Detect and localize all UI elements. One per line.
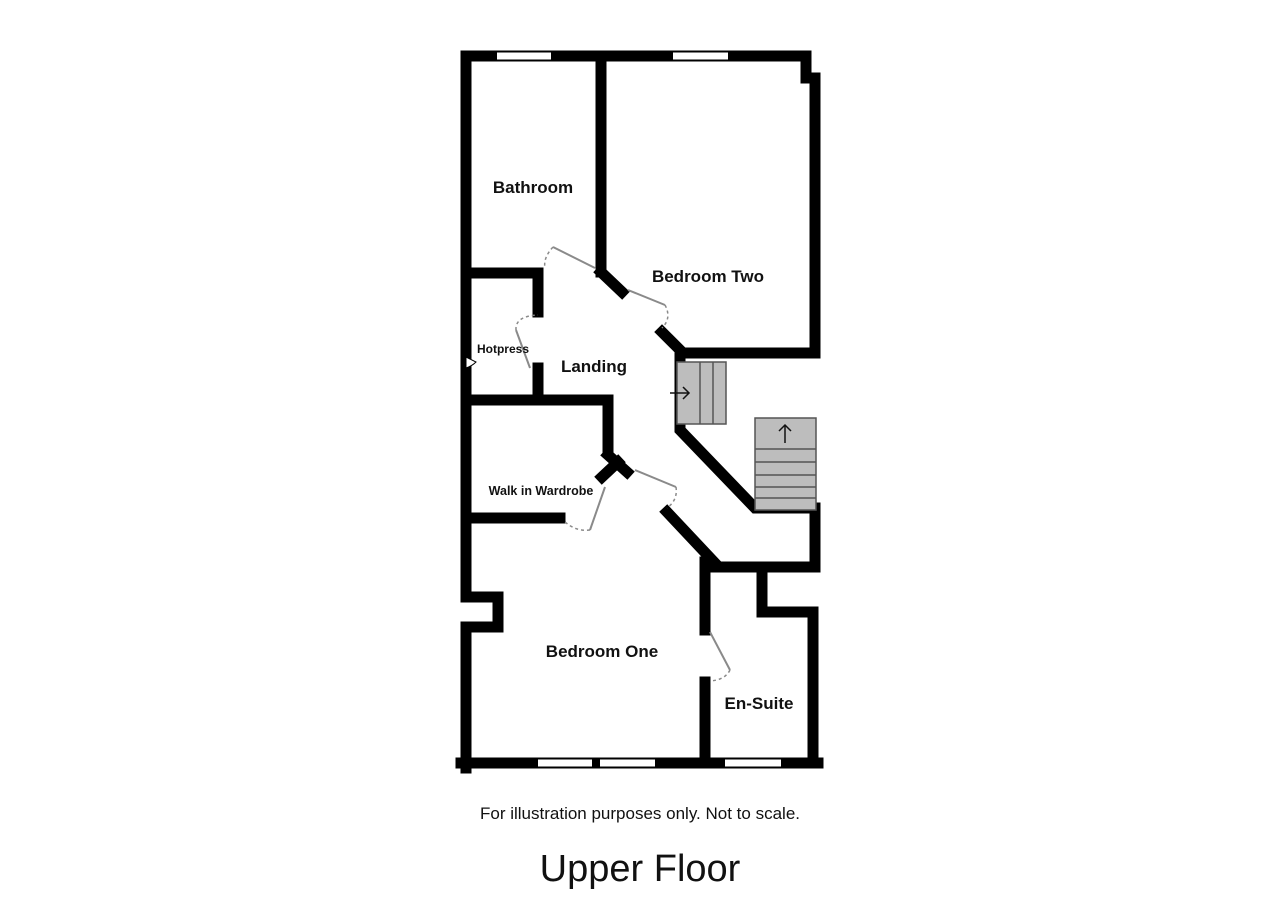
room-label-landing: Landing — [561, 357, 627, 376]
arrow-up-icon — [778, 423, 792, 443]
room-label-bedroom-two: Bedroom Two — [652, 267, 764, 286]
walls — [455, 50, 824, 774]
arrow-right-icon — [670, 386, 691, 400]
floor-title: Upper Floor — [539, 848, 741, 890]
room-label-bedroom-one: Bedroom One — [546, 642, 658, 661]
room-labels: Bathroom Bedroom Two Hotpress Landing Wa… — [477, 178, 793, 713]
stairs — [670, 361, 817, 511]
stairs-upper-flight — [676, 361, 727, 425]
room-label-en-suite: En-Suite — [725, 694, 794, 713]
room-label-hotpress: Hotpress — [477, 342, 529, 356]
doors — [465, 246, 731, 682]
windows — [497, 52, 781, 767]
room-label-bathroom: Bathroom — [493, 178, 573, 197]
disclaimer-text: For illustration purposes only. Not to s… — [480, 804, 800, 823]
room-label-walk-in-wardrobe: Walk in Wardrobe — [489, 484, 594, 498]
